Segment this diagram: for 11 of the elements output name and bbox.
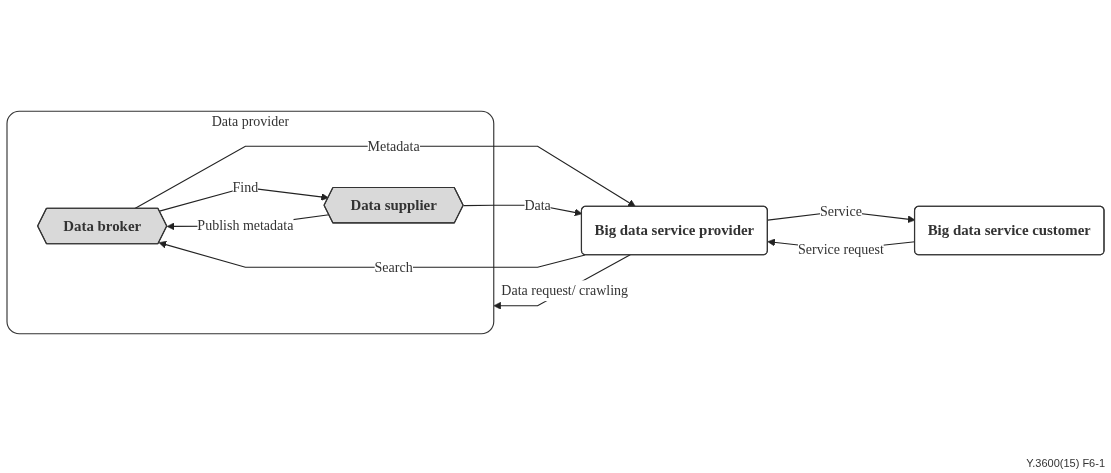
arrow — [158, 240, 586, 268]
figure-code: Y.3600(15) F6-1 — [1026, 457, 1105, 469]
edge-label: Data request/ crawling — [501, 282, 629, 298]
edge-label: Metadata — [367, 138, 420, 154]
edge-label: Data — [524, 197, 551, 213]
edge-label: Find — [232, 179, 259, 195]
edge-label: Service request — [797, 241, 884, 257]
edge-label: Publish metadata — [197, 218, 294, 233]
edge-label: Service — [819, 203, 862, 219]
edge-label: Search — [374, 259, 413, 275]
arrow — [493, 254, 631, 310]
